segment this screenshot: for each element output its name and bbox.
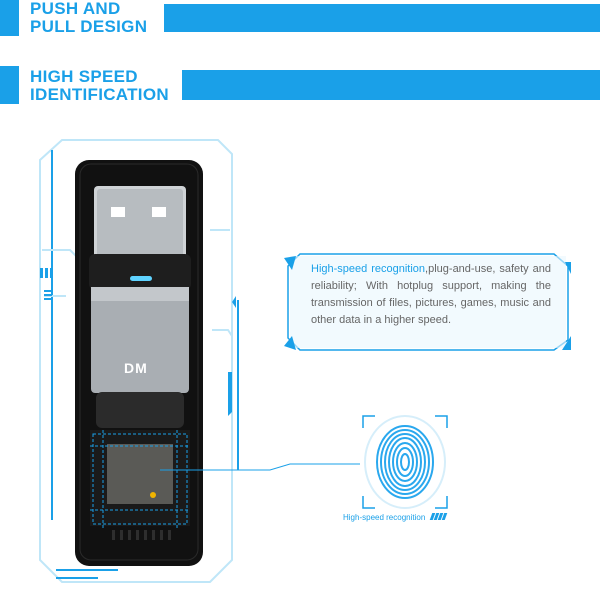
push-pull-title-line2: PULL DESIGN (30, 17, 148, 36)
signal-bars-icon (429, 513, 447, 522)
push-pull-title: PUSH AND PULL DESIGN (30, 0, 147, 36)
header-stripe (182, 70, 600, 100)
header-accent-bar (0, 0, 19, 36)
feature-callout: High-speed recognition,plug-and-use, saf… (284, 251, 571, 351)
callout-highlight: High-speed recognition (311, 263, 426, 275)
device-logo: DM (124, 360, 148, 376)
push-pull-header: PUSH AND PULL DESIGN (0, 0, 600, 36)
metal-cap (91, 287, 189, 393)
fingerprint-sensor (107, 444, 173, 504)
usb-connector (94, 186, 186, 260)
push-pull-title-line1: PUSH AND (30, 0, 121, 18)
high-speed-title: HIGH SPEED IDENTIFICATION (30, 68, 169, 104)
fingerprint-caption-text: High-speed recognition (343, 513, 426, 522)
fingerprint-graphic (362, 415, 448, 509)
fingerprint-caption: High-speed recognition (343, 513, 447, 522)
high-speed-title-line1: HIGH SPEED (30, 67, 138, 86)
header-accent-bar (0, 66, 19, 104)
header-stripe (164, 4, 600, 32)
high-speed-header: HIGH SPEED IDENTIFICATION (0, 66, 600, 104)
callout-text: High-speed recognition,plug-and-use, saf… (311, 261, 551, 329)
high-speed-title-line2: IDENTIFICATION (30, 85, 169, 104)
callout-body: ,plug-and-use, safety and reliability; W… (311, 263, 551, 326)
frame-accent-marks (40, 268, 236, 416)
led-indicator (130, 276, 152, 281)
tech-frame (39, 139, 239, 583)
product-illustration (39, 139, 571, 583)
